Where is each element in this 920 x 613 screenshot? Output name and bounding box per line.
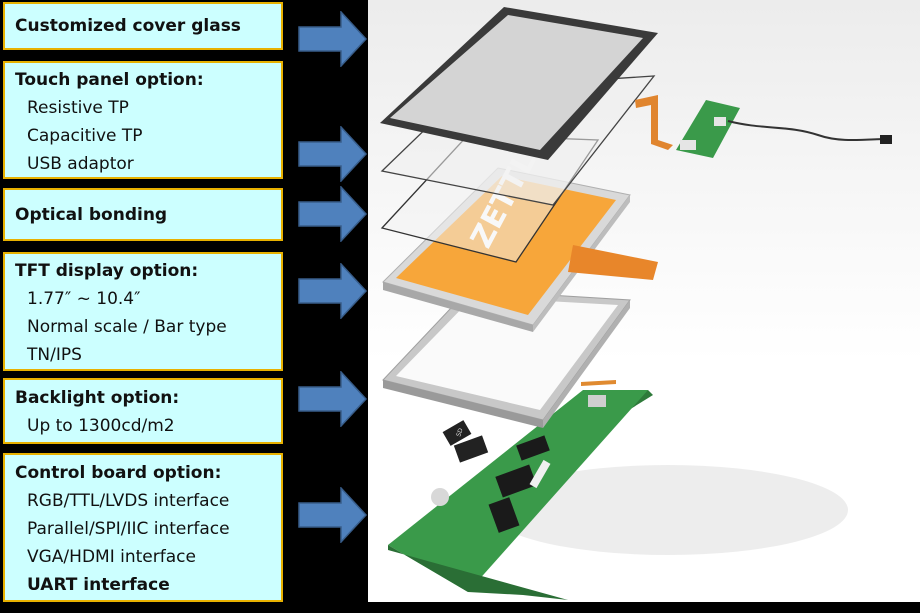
sd-label: SD — [455, 427, 465, 438]
box-item: Resistive TP — [27, 98, 129, 118]
box-title: Backlight option: — [15, 388, 180, 408]
box-title: Customized cover glass — [15, 16, 241, 36]
usb-adaptor-layer — [676, 100, 892, 158]
exploded-display-illustration: SD ZETTLER — [368, 0, 920, 602]
cover-glass-layer — [380, 7, 658, 160]
arrow-right-icon — [298, 487, 368, 543]
box-item: Normal scale / Bar type — [27, 317, 227, 337]
box-cover-glass: Customized cover glass — [3, 2, 283, 50]
box-title: Optical bonding — [15, 205, 168, 225]
box-item: RGB/TTL/LVDS interface — [27, 491, 230, 511]
backlight-layer — [382, 289, 631, 428]
box-touch-panel: Touch panel option: Resistive TP Capacit… — [3, 61, 283, 179]
box-item: Parallel/SPI/IIC interface — [27, 519, 230, 539]
box-backlight: Backlight option: Up to 1300cd/m2 — [3, 378, 283, 444]
box-title: Touch panel option: — [15, 70, 204, 90]
control-board-layer: SD — [388, 390, 653, 600]
box-item: USB adaptor — [27, 154, 134, 174]
box-item: 1.77″ ~ 10.4″ — [27, 289, 141, 309]
arrow-right-icon — [298, 263, 368, 319]
box-item: Up to 1300cd/m2 — [27, 416, 175, 436]
box-tft-display: TFT display option: 1.77″ ~ 10.4″ Normal… — [3, 252, 283, 371]
box-item: Capacitive TP — [27, 126, 143, 146]
box-title: TFT display option: — [15, 261, 199, 281]
box-title: Control board option: — [15, 463, 222, 483]
box-optical-bonding: Optical bonding — [3, 188, 283, 241]
box-control-board: Control board option: RGB/TTL/LVDS inter… — [3, 453, 283, 602]
arrow-right-icon — [298, 11, 368, 67]
box-item: UART interface — [27, 575, 170, 595]
box-item: VGA/HDMI interface — [27, 547, 196, 567]
arrow-right-icon — [298, 126, 368, 182]
arrow-right-icon — [298, 186, 368, 242]
arrow-right-icon — [298, 371, 368, 427]
box-item: TN/IPS — [27, 345, 82, 365]
